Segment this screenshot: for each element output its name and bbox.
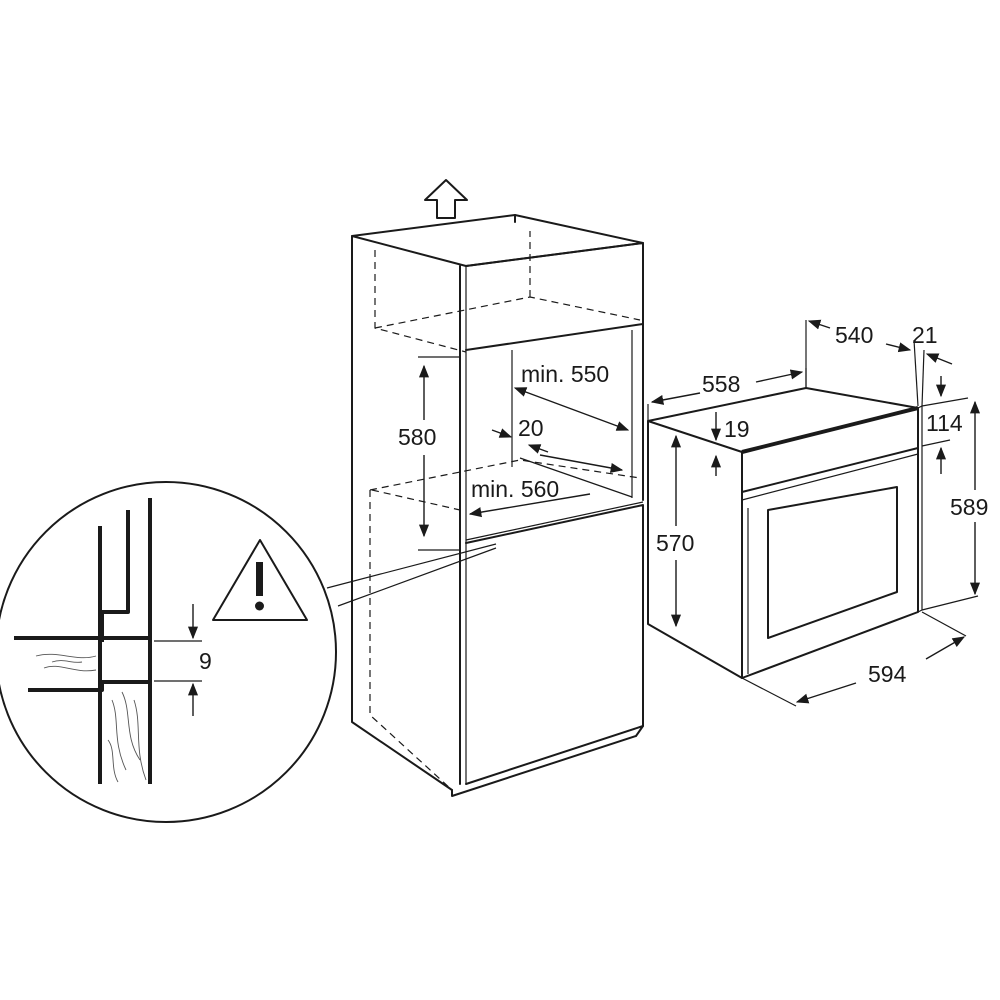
gap-label: 20 xyxy=(518,415,544,441)
oven-front-height-label: 589 xyxy=(950,494,988,520)
oven-width-label: 594 xyxy=(868,661,907,687)
panel-height-label: 114 xyxy=(926,410,963,436)
front-thickness-label: 21 xyxy=(912,322,938,348)
panel-offset-label: 19 xyxy=(724,416,750,442)
oven-body-height-label: 570 xyxy=(656,530,694,556)
detail-callout: 9 xyxy=(0,481,497,823)
up-arrow-icon xyxy=(424,179,468,219)
warning-triangle-icon xyxy=(212,539,308,621)
oven xyxy=(647,387,923,679)
niche-width-label: min. 560 xyxy=(471,476,559,502)
detail-gap-label: 9 xyxy=(199,648,212,674)
oven-depth-label: 558 xyxy=(702,371,740,397)
oven-dimensions: 558 540 21 19 114 589 570 594 xyxy=(647,319,988,707)
cabinet xyxy=(351,214,644,797)
oven-body-depth-label: 540 xyxy=(835,322,873,348)
cabinet-dimensions: 580 min. 550 20 min. 560 xyxy=(398,356,630,551)
niche-depth-label: min. 550 xyxy=(521,361,609,387)
cabinet-height-label: 580 xyxy=(398,424,436,450)
